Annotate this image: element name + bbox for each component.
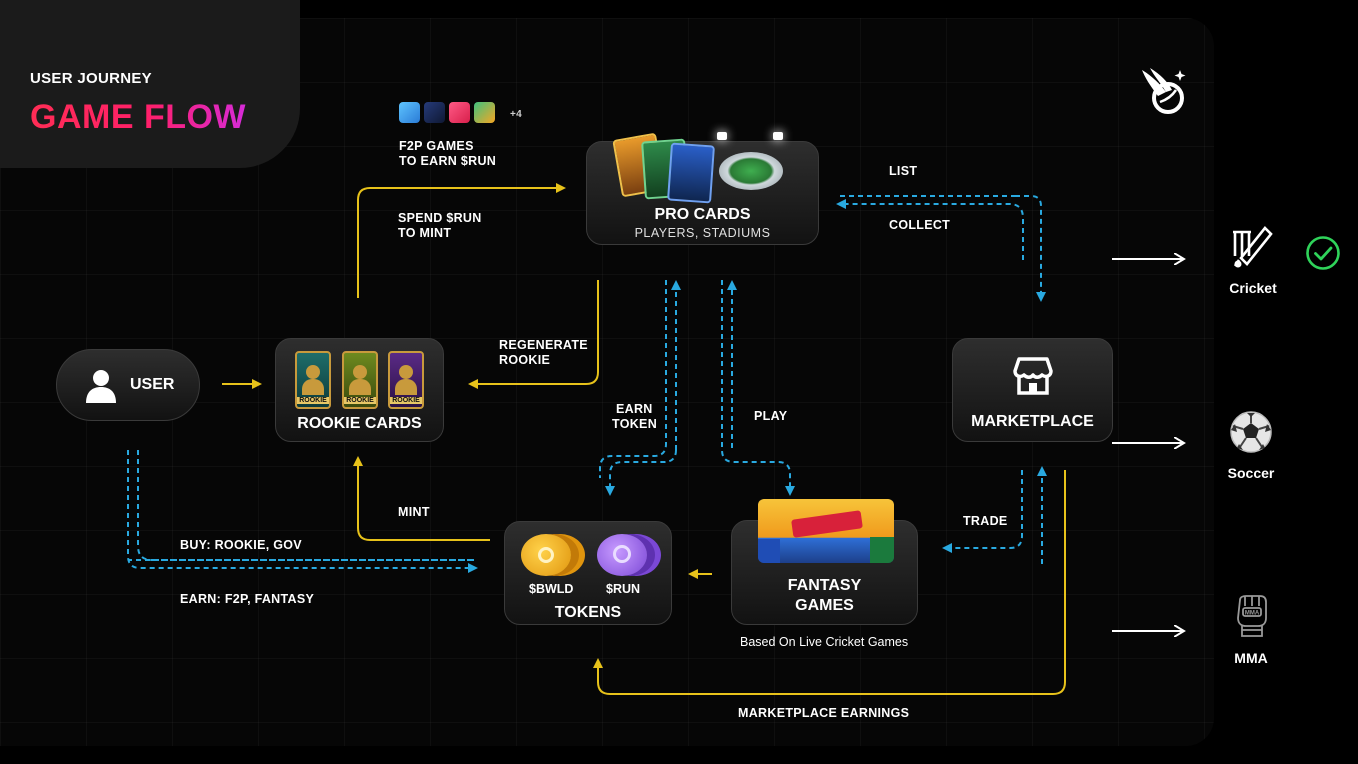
edge-label-list: LIST — [889, 164, 918, 178]
page-title: GAME FLOW — [30, 98, 247, 136]
rookie-cards-label: ROOKIE CARDS — [297, 415, 422, 432]
rookie-card: ROOKIE — [342, 351, 378, 409]
pro-player-card — [667, 142, 715, 204]
edge-label-marketplace-earnings: MARKETPLACE EARNINGS — [738, 706, 910, 720]
bwld-coin-icon — [521, 534, 571, 576]
edge-label-trade: TRADE — [963, 514, 1008, 528]
edge-label-earn: EARN: F2P, FANTASY — [180, 592, 315, 606]
store-icon — [1013, 357, 1053, 395]
soccer-ball-icon — [1230, 411, 1272, 453]
rookie-card: ROOKIE — [295, 351, 331, 409]
edge-label-earn-token-line2: TOKEN — [612, 417, 658, 431]
edge-label-collect: COLLECT — [889, 218, 951, 232]
fantasy-caption: Based On Live Cricket Games — [740, 635, 909, 649]
f2p-game-thumbnail — [474, 102, 495, 123]
pro-cards-label: PRO CARDS — [654, 206, 751, 223]
user-node[interactable]: USER — [56, 349, 200, 421]
edge-label-buy: BUY: ROOKIE, GOV — [180, 538, 302, 552]
f2p-label-line1: F2P GAMES — [399, 139, 474, 153]
f2p-more-count: +4 — [510, 109, 523, 120]
bwld-token-label: $BWLD — [529, 582, 574, 596]
edge-label-spend-line2: TO MINT — [398, 226, 452, 240]
mma-glove-icon: MMA — [1237, 595, 1267, 637]
header-tab — [0, 0, 300, 168]
f2p-game-thumbnail — [424, 102, 445, 123]
fantasy-games-node[interactable]: FANTASY GAMES — [731, 499, 918, 625]
marketplace-label: MARKETPLACE — [971, 413, 1094, 430]
edge-label-regenerate-line2: ROOKIE — [499, 353, 551, 367]
user-icon — [86, 370, 116, 403]
fantasy-games-label-line1: FANTASY — [787, 577, 862, 594]
cricket-icon — [1233, 226, 1273, 268]
fantasy-games-label-line2: GAMES — [795, 597, 854, 614]
edge-label-regenerate-line1: REGENERATE — [499, 338, 588, 352]
edge-label-spend-line1: SPEND $RUN — [398, 211, 482, 225]
edge-label-earn-token-line1: EARN — [616, 402, 653, 416]
marketplace-node[interactable]: MARKETPLACE — [952, 338, 1113, 442]
edge-label-mint: MINT — [398, 505, 430, 519]
pro-cards-sublabel: PLAYERS, STADIUMS — [634, 226, 771, 240]
user-label: USER — [130, 376, 175, 393]
rookie-card: ROOKIE — [388, 351, 424, 409]
tokens-label: TOKENS — [554, 604, 622, 621]
tokens-node[interactable]: $BWLD $RUN TOKENS — [504, 521, 672, 625]
stadium-icon — [719, 152, 783, 190]
sport-label-cricket: Cricket — [1229, 280, 1277, 296]
pro-cards-node[interactable]: PRO CARDS PLAYERS, STADIUMS — [586, 132, 819, 245]
page-subtitle: USER JOURNEY — [30, 70, 152, 87]
fantasy-banner — [758, 499, 894, 563]
run-coin-icon — [597, 534, 647, 576]
edge-label-play: PLAY — [754, 409, 788, 423]
run-token-label: $RUN — [606, 582, 641, 596]
f2p-game-thumbnail — [449, 102, 470, 123]
rookie-cards-node[interactable]: ROOKIE ROOKIE ROOKIE ROOKIE CARDS — [275, 338, 444, 442]
stadium-light-icon — [773, 132, 783, 140]
sport-label-mma: MMA — [1234, 650, 1268, 666]
bowled-logo-icon — [1142, 68, 1186, 114]
sport-label-soccer: Soccer — [1227, 465, 1275, 481]
f2p-label-line2: TO EARN $RUN — [399, 154, 497, 168]
f2p-game-thumbnail — [399, 102, 420, 123]
stadium-light-icon — [717, 132, 727, 140]
svg-text:MMA: MMA — [1245, 611, 1260, 617]
check-circle-icon — [1306, 236, 1340, 270]
